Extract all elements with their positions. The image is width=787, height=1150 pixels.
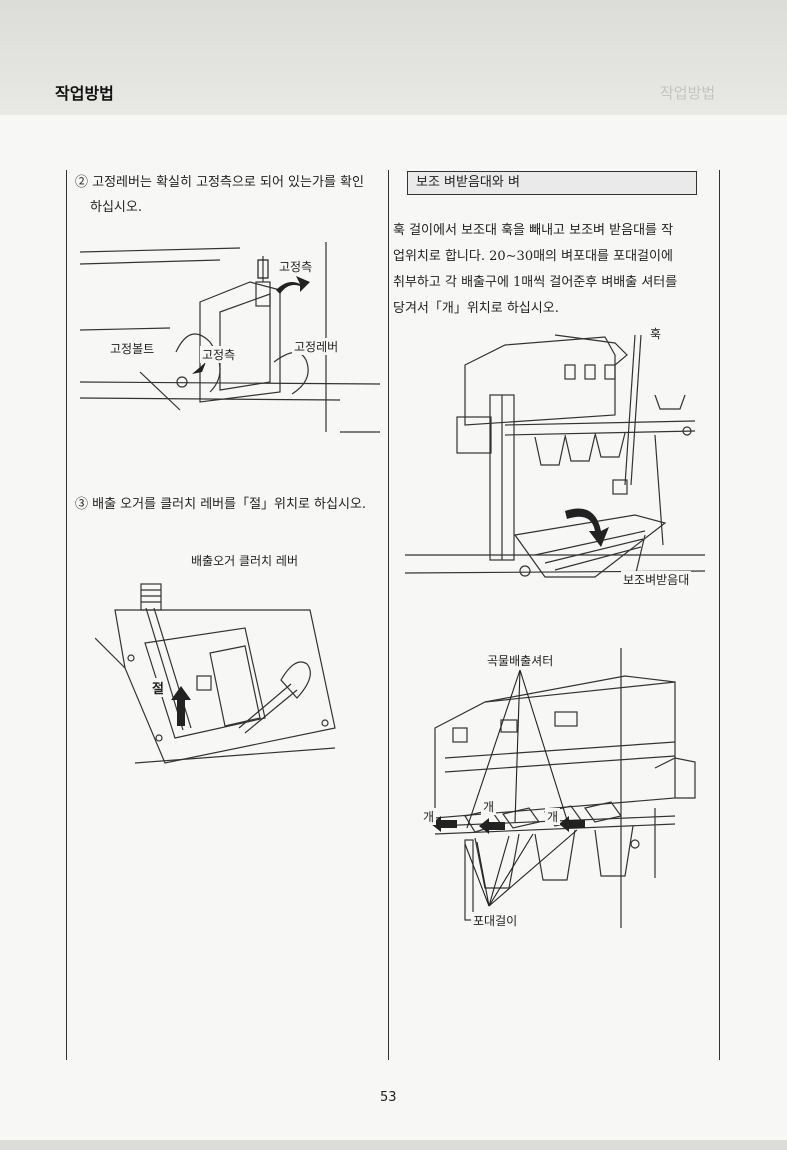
- label-locking-side-top: 고정측: [277, 258, 315, 275]
- figure-auxiliary-tray: 훅 보조벼받음대: [405, 325, 705, 595]
- step2-line1: ② 고정레버는 확실히 고정측으로 되어 있는가를 확인: [75, 175, 364, 190]
- page-header-ghost-title: 작업방법: [660, 84, 716, 102]
- label-open-left: 개: [421, 808, 437, 825]
- label-auger-clutch-lever: 배출오거 클러치 레버: [189, 552, 300, 569]
- left-margin-rule: [66, 170, 67, 1060]
- page-number: 53: [380, 1090, 397, 1105]
- label-locking-lever: 고정레버: [292, 338, 341, 355]
- clutch-lever-illustration: [95, 583, 336, 764]
- bottom-band: [0, 1140, 787, 1150]
- section-title-box: 보조 벼받음대와 벼: [407, 171, 697, 195]
- step2-line2: 하십시오.: [90, 200, 142, 215]
- label-locking-bolt: 고정볼트: [108, 340, 157, 357]
- page-header-title: 작업방법: [55, 84, 114, 103]
- grain-shutters-illustration: [431, 648, 696, 928]
- label-grain-shutter: 곡물배출셔터: [485, 652, 556, 669]
- label-bag-hanger: 포대걸이: [471, 912, 520, 929]
- locking-lever-illustration: [80, 242, 380, 433]
- label-open-middle: 개: [481, 798, 497, 815]
- label-auxiliary-tray: 보조벼받음대: [621, 571, 692, 588]
- label-hook: 훅: [648, 325, 664, 342]
- right-margin-rule: [719, 170, 720, 1060]
- right-paragraph-line3: 취부하고 각 배출구에 1매씩 걸어준후 벼배출 셔터를: [393, 275, 678, 290]
- step3-text: ③ 배출 오거를 클러치 레버를「절」위치로 하십시오.: [75, 497, 367, 512]
- figure-grain-shutters: 곡물배출셔터 개 개 개 포대걸이: [405, 648, 705, 930]
- header-band: [0, 0, 787, 115]
- label-open-right: 개: [545, 808, 561, 825]
- figure-clutch-lever: 배출오거 클러치 레버 절: [95, 548, 355, 778]
- figure-locking-lever: 고정측 고정볼트 고정측 고정레버: [80, 242, 380, 442]
- auxiliary-tray-illustration: [405, 334, 705, 586]
- column-divider-rule: [388, 170, 389, 1060]
- label-locking-side-middle: 고정측: [200, 346, 238, 363]
- right-paragraph-line4: 당겨서「개」위치로 하십시오.: [393, 301, 559, 316]
- right-paragraph-line2: 업위치로 합니다. 20∼30매의 벼포대를 포대걸이에: [393, 249, 673, 264]
- right-paragraph-line1: 훅 걸이에서 보조대 훅을 빼내고 보조벼 받음대를 작: [393, 223, 674, 238]
- label-lever-off: 절: [150, 678, 166, 697]
